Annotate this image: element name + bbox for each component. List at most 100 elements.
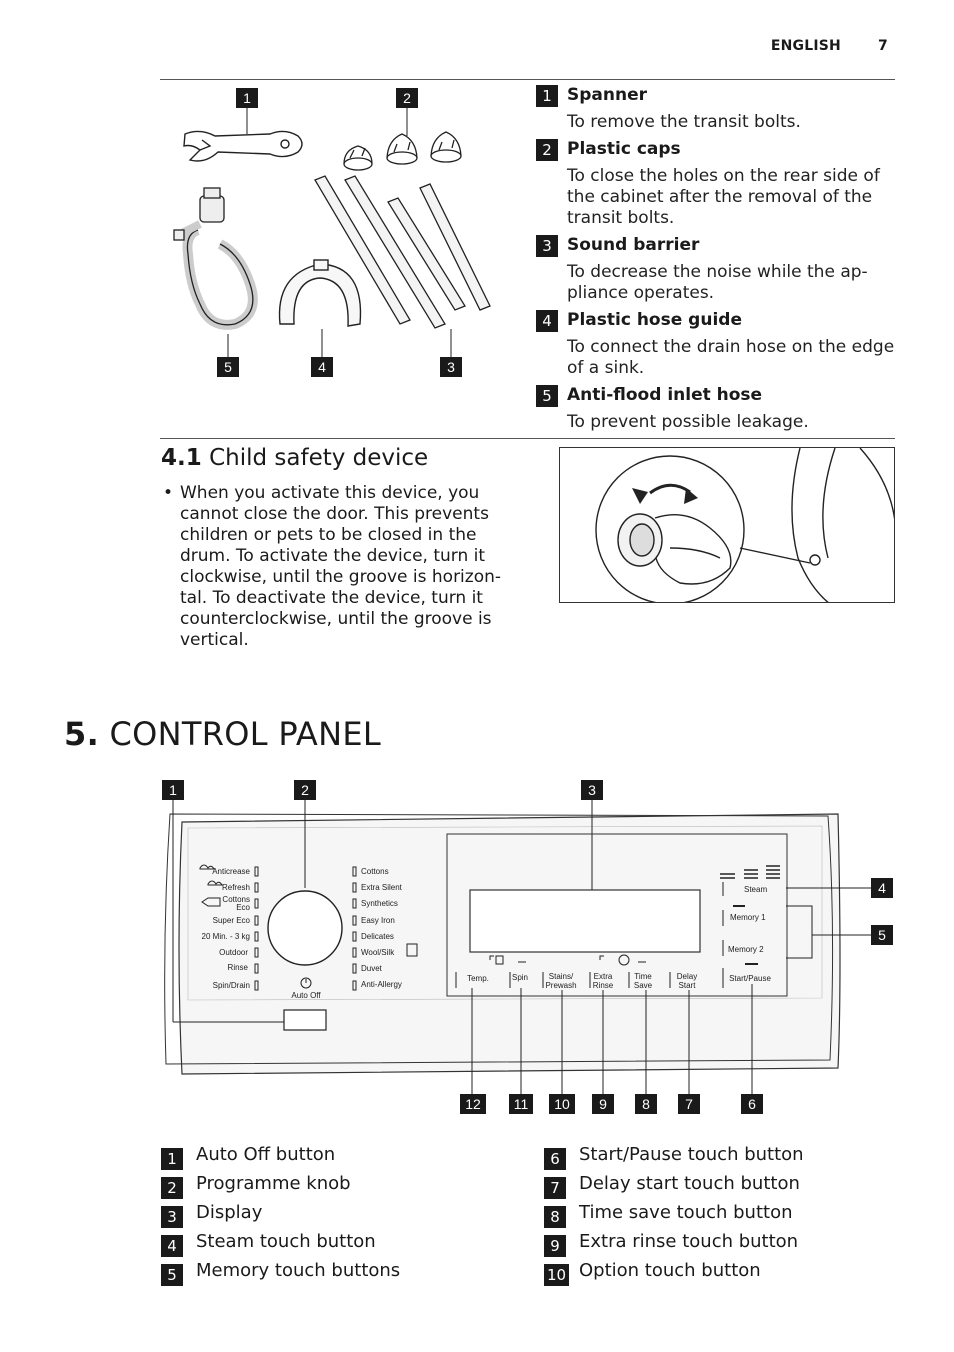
chapter-title: CONTROL PANEL: [109, 715, 381, 753]
legend-label: Auto Off button: [196, 1144, 336, 1165]
accessories-figure: 1 2 5 4 3: [160, 84, 530, 384]
legend-number: 6: [544, 1148, 566, 1170]
page-header: ENGLISH 7: [771, 38, 888, 54]
accessory-item: 2 Plastic caps To close the holes on the…: [536, 138, 896, 229]
accessory-item: 3 Sound barrier To decrease the noise wh…: [536, 234, 896, 304]
prog-wool-silk: Wool/Silk: [361, 948, 395, 957]
header-language: ENGLISH: [770, 38, 841, 54]
legend-label: Time save touch button: [579, 1202, 793, 1223]
prog-cottons-eco-1: Cottons: [222, 895, 250, 904]
legend-number: 8: [544, 1206, 566, 1228]
auto-off-button[interactable]: [283, 1009, 327, 1031]
legend-row: 3 Display: [161, 1202, 400, 1231]
prog-easy-iron: Easy Iron: [361, 916, 395, 925]
panel-callout-6: 6: [748, 1096, 756, 1112]
legend-row: 4 Steam touch button: [161, 1231, 400, 1260]
plastic-caps-drawing: [343, 131, 462, 171]
delay-start-button-label-2[interactable]: Start: [679, 981, 697, 990]
prog-cottons-eco-2: Eco: [236, 903, 250, 912]
temp-button-label[interactable]: Temp.: [467, 974, 489, 983]
item-title: Spanner: [567, 85, 648, 105]
prog-refresh: Refresh: [222, 883, 250, 892]
item-description: To close the holes on the rear side of t…: [567, 166, 880, 228]
fig-callout-5: 5: [224, 359, 232, 375]
prog-outdoor: Outdoor: [219, 948, 248, 957]
extra-rinse-button-label-1[interactable]: Extra: [594, 972, 613, 981]
programme-knob[interactable]: [267, 890, 343, 966]
steam-button-label[interactable]: Steam: [744, 885, 767, 894]
item-title: Plastic hose guide: [567, 310, 742, 330]
prog-duvet: Duvet: [361, 964, 383, 973]
stains-button-label-1[interactable]: Stains/: [549, 972, 574, 981]
panel-callout-4: 4: [878, 880, 886, 896]
chapter-heading: 5. CONTROL PANEL: [64, 714, 381, 754]
item-title: Anti-flood inlet hose: [567, 385, 763, 405]
legend-number: 2: [161, 1177, 183, 1199]
time-save-button-label-1[interactable]: Time: [634, 972, 652, 981]
prog-spin-drain: Spin/Drain: [213, 981, 250, 990]
extra-rinse-button-label-2[interactable]: Rinse: [593, 981, 614, 990]
prog-rinse: Rinse: [228, 963, 249, 972]
display-frame: [446, 833, 788, 997]
legend-label: Delay start touch button: [579, 1173, 800, 1194]
accessories-list: 1 Spanner To remove the transit bolts. 2…: [536, 84, 896, 438]
divider-top: [160, 79, 895, 80]
accessory-item: 1 Spanner To remove the transit bolts.: [536, 84, 896, 133]
panel-callout-5: 5: [878, 927, 886, 943]
item-number: 5: [536, 385, 558, 407]
sound-barrier-drawing: [314, 175, 491, 329]
auto-off-label: Auto Off: [291, 991, 321, 1000]
legend-label: Extra rinse touch button: [579, 1231, 799, 1252]
child-safety-illustration: [559, 447, 895, 603]
legend-label: Display: [196, 1202, 263, 1223]
bullet-list: When you activate this device, you canno…: [161, 483, 506, 651]
bullet-item: When you activate this device, you canno…: [161, 483, 506, 651]
panel-callout-10: 10: [554, 1096, 570, 1112]
fig-callout-2: 2: [403, 90, 411, 106]
child-safety-section: 4.1 Child safety device When you activat…: [161, 443, 506, 651]
item-description: To decrease the noise while the ap-plian…: [567, 262, 868, 303]
panel-callout-2: 2: [301, 782, 309, 798]
section-title: Child safety device: [209, 445, 429, 471]
spin-button-label[interactable]: Spin: [512, 973, 528, 982]
fig-callout-4: 4: [318, 359, 326, 375]
time-save-button-label-2[interactable]: Save: [634, 981, 653, 990]
legend-label: Option touch button: [579, 1260, 761, 1281]
fig-callout-3: 3: [447, 359, 455, 375]
legend-label: Steam touch button: [196, 1231, 376, 1252]
section-heading: 4.1 Child safety device: [161, 443, 506, 473]
legend-number: 1: [161, 1148, 183, 1170]
prog-super-eco: Super Eco: [213, 916, 251, 925]
panel-callout-12: 12: [465, 1096, 481, 1112]
memory-2-button-label[interactable]: Memory 2: [728, 945, 764, 954]
legend-number: 4: [161, 1235, 183, 1257]
item-number: 3: [536, 235, 558, 257]
legend-row: 8 Time save touch button: [544, 1202, 804, 1231]
panel-callout-8: 8: [642, 1096, 650, 1112]
prog-20min: 20 Min. - 3 kg: [202, 932, 250, 941]
hose-guide-drawing: [278, 259, 362, 327]
start-pause-button-label[interactable]: Start/Pause: [729, 974, 771, 983]
panel-callout-1: 1: [169, 782, 177, 798]
auto-off-icon: [300, 977, 312, 989]
memory-1-button-label[interactable]: Memory 1: [730, 913, 766, 922]
divider-middle: [160, 438, 895, 439]
control-panel-figure: 1 2 3 Anticrease Refresh Cottons Eco Sup…: [160, 778, 900, 1122]
prog-extra-silent: Extra Silent: [361, 883, 403, 892]
legend-number: 3: [161, 1206, 183, 1228]
delay-start-button-label-1[interactable]: Delay: [677, 972, 697, 981]
legend-number: 5: [161, 1264, 183, 1286]
item-description: To prevent possible leakage.: [567, 412, 809, 432]
stains-button-label-2[interactable]: Prewash: [545, 981, 576, 990]
item-description: To remove the transit bolts.: [567, 112, 801, 132]
prog-synthetics: Synthetics: [361, 899, 398, 908]
page-number: 7: [878, 38, 888, 54]
accessory-item: 5 Anti-flood inlet hose To prevent possi…: [536, 384, 896, 433]
section-number: 4.1: [161, 445, 202, 471]
chapter-number: 5.: [64, 715, 100, 753]
